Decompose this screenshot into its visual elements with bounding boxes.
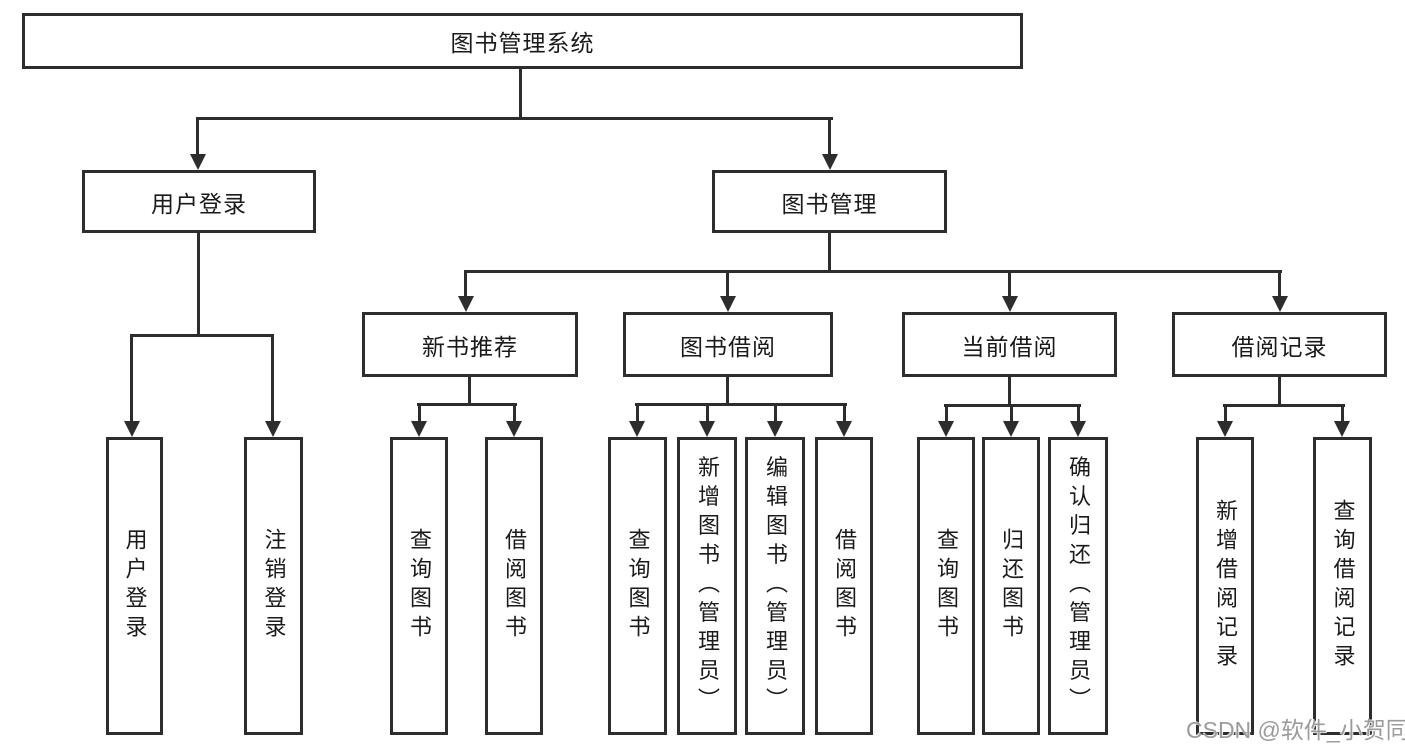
node-label: 编辑图书（管理员） bbox=[763, 455, 788, 717]
connector-leaf-drop bbox=[774, 403, 777, 425]
connector-borrow-rail bbox=[635, 403, 847, 406]
node-new-book-recommend: 新书推荐 bbox=[362, 312, 578, 377]
connector-records-rail bbox=[1223, 404, 1345, 407]
connector-book-mgmt-stem bbox=[828, 233, 831, 273]
connector-user-login-rail bbox=[130, 334, 274, 337]
arrow-down-icon bbox=[629, 421, 645, 437]
connector-module-drop bbox=[726, 270, 729, 298]
node-label: 借阅图书 bbox=[502, 528, 527, 644]
connector-leaf-drop bbox=[513, 403, 516, 425]
node-label: 注销登录 bbox=[261, 528, 287, 644]
node-label: 新书推荐 bbox=[422, 333, 518, 360]
arrow-down-icon bbox=[124, 421, 140, 437]
connector-borrow-stem bbox=[726, 374, 729, 405]
arrow-down-icon bbox=[265, 421, 281, 437]
arrow-down-icon bbox=[411, 421, 427, 437]
node-label: 新增图书（管理员） bbox=[695, 455, 720, 717]
node-label: 查询借阅记录 bbox=[1330, 499, 1356, 673]
arrow-down-icon bbox=[767, 421, 783, 437]
node-label: 确认归还（管理员） bbox=[1066, 455, 1091, 717]
node-confirm-return-admin: 确认归还（管理员） bbox=[1048, 437, 1108, 735]
connector-recommend-stem bbox=[468, 374, 471, 405]
arrow-down-icon bbox=[720, 296, 736, 312]
node-borrow-books: 借阅图书 bbox=[815, 437, 873, 735]
connector-book-mgmt-drop bbox=[828, 117, 831, 159]
arrow-down-icon bbox=[1272, 296, 1288, 312]
connector-module-drop bbox=[464, 270, 467, 298]
node-label: 图书管理系统 bbox=[450, 30, 595, 56]
node-label: 借阅图书 bbox=[832, 528, 857, 644]
node-label: 查询图书 bbox=[934, 528, 959, 644]
connector-leaf-drop bbox=[843, 403, 846, 425]
connector-leaf-drop bbox=[1341, 404, 1344, 425]
node-add-borrow-record: 新增借阅记录 bbox=[1196, 437, 1254, 735]
node-label: 借阅记录 bbox=[1231, 333, 1328, 360]
arrow-down-icon bbox=[190, 154, 206, 170]
connector-leaf-drop bbox=[130, 334, 133, 424]
node-label: 新增借阅记录 bbox=[1213, 499, 1238, 673]
connector-user-login-stem bbox=[197, 233, 200, 337]
arrow-down-icon bbox=[506, 421, 522, 437]
arrow-down-icon bbox=[1002, 296, 1018, 312]
node-label: 当前借阅 bbox=[961, 333, 1058, 360]
node-edit-books-admin: 编辑图书（管理员） bbox=[745, 437, 805, 735]
arrow-down-icon bbox=[458, 296, 474, 312]
connector-book-mgmt-rail bbox=[464, 270, 1282, 273]
node-label: 图书管理 bbox=[781, 190, 878, 217]
connector-leaf-drop bbox=[1077, 404, 1080, 425]
connector-user-login-drop bbox=[196, 117, 199, 159]
node-query-borrow-record: 查询借阅记录 bbox=[1313, 437, 1372, 735]
connector-current-stem bbox=[1008, 374, 1011, 406]
connector-module-drop bbox=[1008, 270, 1011, 298]
node-label: 用户登录 bbox=[151, 190, 247, 217]
connector-recommend-rail bbox=[417, 403, 517, 406]
node-borrowing-records: 借阅记录 bbox=[1172, 312, 1387, 377]
node-user-login: 用户登录 bbox=[82, 170, 316, 233]
arrow-down-icon bbox=[836, 421, 852, 437]
connector-leaf-drop bbox=[636, 403, 639, 425]
connector-leaf-drop bbox=[945, 404, 948, 425]
node-user-login-leaf: 用户登录 bbox=[106, 437, 163, 735]
connector-leaf-drop bbox=[1224, 404, 1227, 425]
node-library-management-system: 图书管理系统 bbox=[22, 13, 1023, 69]
node-label: 查询图书 bbox=[625, 528, 651, 644]
node-label: 图书借阅 bbox=[680, 333, 776, 360]
arrow-down-icon bbox=[1070, 421, 1086, 437]
arrow-down-icon bbox=[1217, 421, 1233, 437]
node-current-borrowing: 当前借阅 bbox=[902, 312, 1117, 377]
csdn-watermark: CSDN @软件_小贺同学 bbox=[1186, 717, 1405, 743]
arrow-down-icon bbox=[938, 421, 954, 437]
connector-module-drop bbox=[1278, 270, 1281, 298]
node-query-books-current: 查询图书 bbox=[917, 437, 975, 735]
node-add-books-admin: 新增图书（管理员） bbox=[677, 437, 737, 735]
node-label: 查询图书 bbox=[407, 528, 432, 644]
node-query-books-recommend: 查询图书 bbox=[390, 437, 448, 735]
node-book-borrowing: 图书借阅 bbox=[623, 312, 833, 377]
connector-leaf-drop bbox=[418, 403, 421, 425]
node-label: 归还图书 bbox=[999, 528, 1024, 644]
connector-root-rail bbox=[197, 117, 833, 120]
node-logout: 注销登录 bbox=[244, 437, 303, 735]
node-query-books-borrow: 查询图书 bbox=[608, 437, 667, 735]
connector-leaf-drop bbox=[271, 334, 274, 424]
arrow-down-icon bbox=[699, 421, 715, 437]
connector-leaf-drop bbox=[706, 403, 709, 425]
connector-leaf-drop bbox=[1010, 404, 1013, 425]
arrow-down-icon bbox=[1334, 421, 1350, 437]
arrow-down-icon bbox=[1003, 421, 1019, 437]
connector-records-stem bbox=[1278, 374, 1281, 406]
node-book-management: 图书管理 bbox=[712, 170, 947, 233]
node-borrow-books-recommend: 借阅图书 bbox=[485, 437, 543, 735]
node-label: 用户登录 bbox=[122, 528, 148, 644]
connector-root-stem bbox=[519, 69, 522, 120]
node-return-books: 归还图书 bbox=[982, 437, 1040, 735]
arrow-down-icon bbox=[822, 154, 838, 170]
